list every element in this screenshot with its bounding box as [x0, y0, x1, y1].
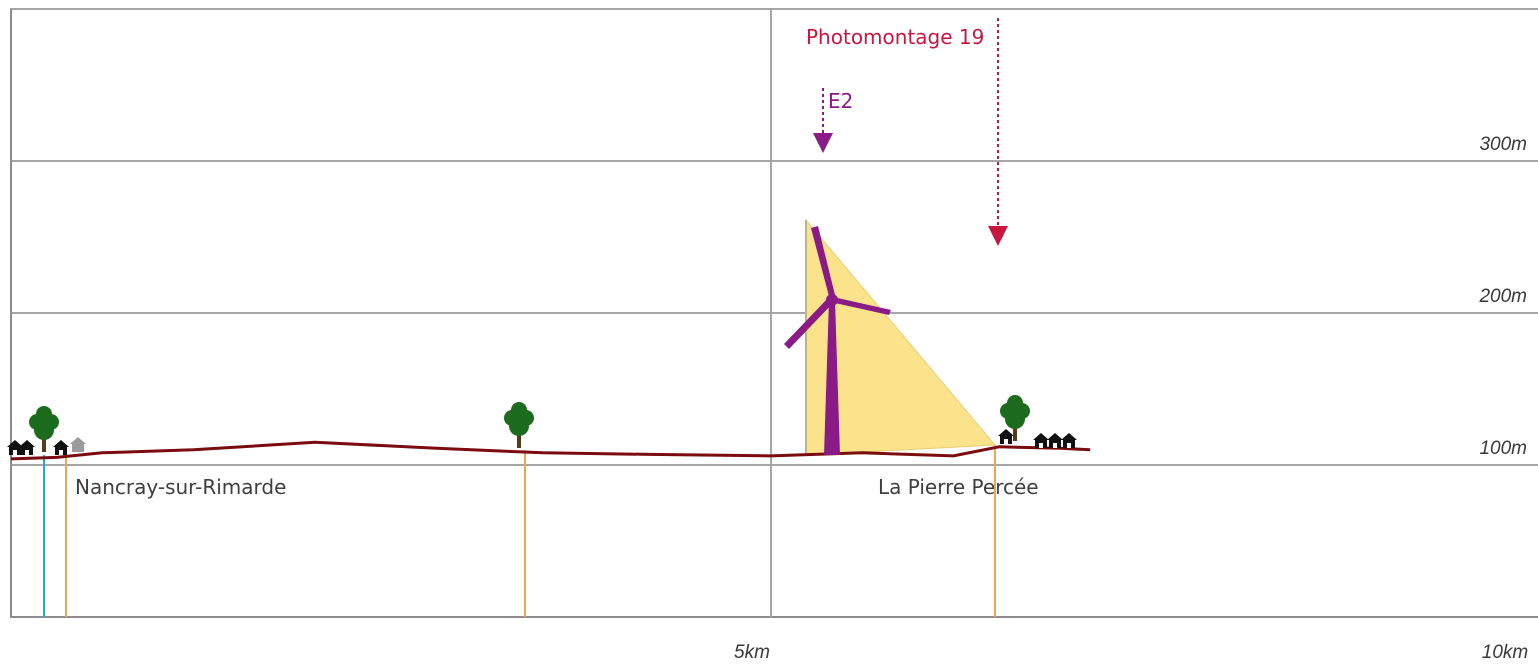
- house-icon: [998, 429, 1014, 444]
- x-label-10km: 10km: [1482, 642, 1528, 663]
- house-icon: [1061, 433, 1077, 448]
- y-axis-labels: 300m 200m 100m: [1478, 134, 1527, 459]
- house-icon: [53, 440, 69, 455]
- house-group-nancray: [7, 437, 86, 455]
- turbine-blade-up: [811, 226, 836, 300]
- house-icon: [1047, 433, 1063, 448]
- tree-icon: [29, 406, 59, 452]
- turbine-blade-right: [833, 297, 891, 315]
- grid: [10, 8, 1538, 618]
- house-icon: [70, 437, 86, 452]
- turbine-mast: [824, 300, 840, 455]
- place-label-nancray: Nancray-sur-Rimarde: [75, 475, 286, 499]
- house-icon: [7, 440, 23, 455]
- terrain-profile: [10, 440, 1091, 461]
- tree-icon: [1000, 395, 1030, 441]
- place-label-pierre-percee: La Pierre Percée: [878, 475, 1039, 499]
- turbine-hub: [826, 294, 838, 306]
- y-label-200m: 200m: [1478, 286, 1527, 307]
- y-label-300m: 300m: [1479, 134, 1527, 155]
- turbine-e2-label: E2: [828, 89, 853, 113]
- tree-icon: [504, 402, 534, 448]
- photomontage-annotation: Photomontage 19: [806, 18, 1008, 246]
- x-axis-labels: 5km 10km: [734, 642, 1528, 663]
- y-label-100m: 100m: [1479, 438, 1527, 459]
- turbine-blade-left: [784, 297, 834, 349]
- x-label-5km: 5km: [734, 642, 770, 663]
- house-icon: [1033, 433, 1049, 448]
- house-group-pierre-percee: [998, 429, 1077, 448]
- photomontage-label: Photomontage 19: [806, 25, 984, 49]
- wind-turbine-icon: [784, 226, 891, 455]
- turbine-e2-annotation: E2: [813, 88, 853, 153]
- location-markers: [43, 445, 996, 617]
- house-icon: [19, 440, 35, 455]
